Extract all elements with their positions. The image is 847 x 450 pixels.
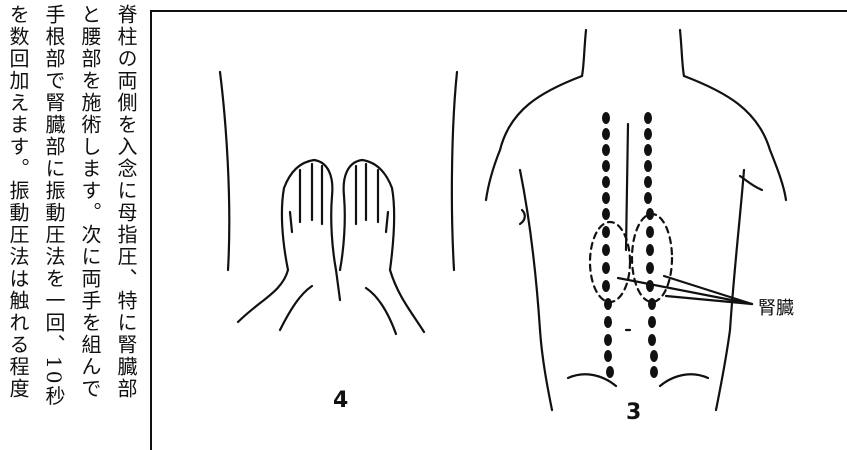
- figure-3-neck-left: [582, 30, 586, 76]
- figure-3-illustration: [486, 30, 786, 410]
- left-kidney-outline: [590, 222, 630, 302]
- figure-4-left-side-line: [220, 72, 229, 270]
- figure-3-pressure-dots: [602, 112, 658, 378]
- figure-4-right-side-line: [452, 72, 457, 270]
- figure-3-side-left: [520, 170, 552, 410]
- figure-3-side-right: [716, 170, 744, 410]
- figure-3-shoulder-right: [684, 76, 786, 200]
- figure-3-shoulder-left: [486, 76, 582, 200]
- figure-3-label: 3: [626, 400, 641, 425]
- kidney-label: 腎臓: [758, 294, 794, 320]
- figure-3-neck-right: [680, 30, 684, 76]
- figure-4-illustration: [220, 72, 457, 334]
- figure-4-label: 4: [333, 388, 348, 413]
